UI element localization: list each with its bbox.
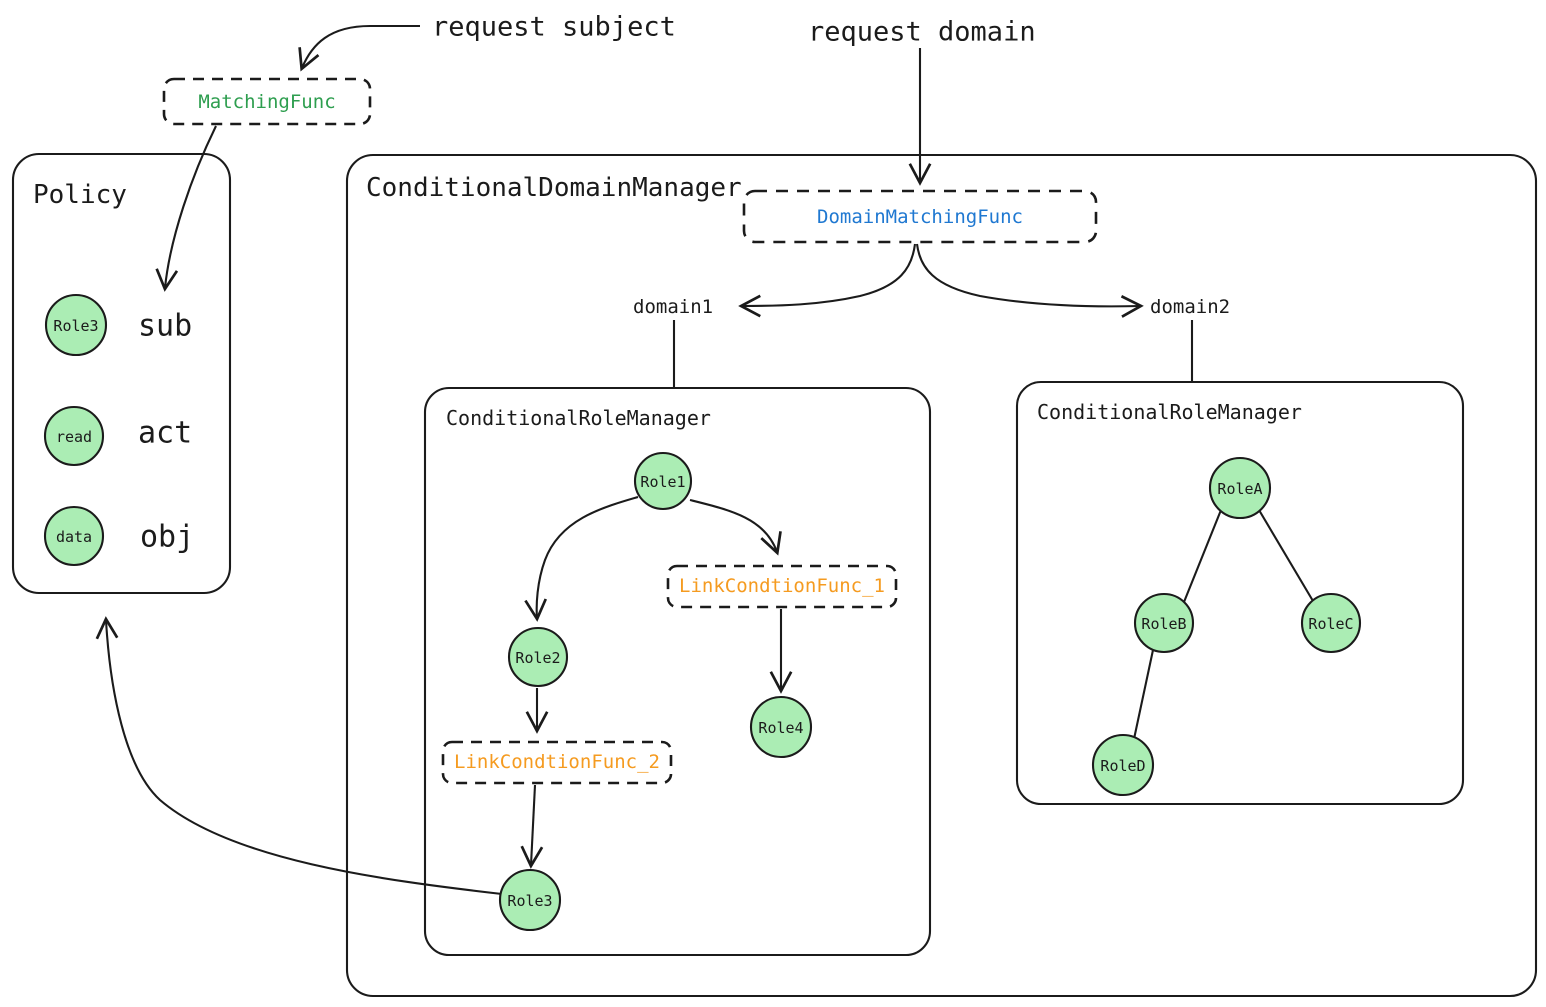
policy-title: Policy xyxy=(33,180,127,210)
edge-roleA-to-roleB xyxy=(1183,509,1222,603)
conditional-role-manager-right-title: ConditionalRoleManager xyxy=(1037,400,1302,424)
link-condition-func-2-box[interactable] xyxy=(441,740,673,785)
role-node-roleC[interactable] xyxy=(1300,592,1362,654)
policy-attr-obj: obj xyxy=(140,520,194,555)
edge-link-condition-func-2-to-role3 xyxy=(520,784,544,869)
matching-func-box[interactable] xyxy=(162,77,372,126)
edge-role1-to-role2 xyxy=(524,495,639,622)
role-node-roleD-label: RoleD xyxy=(1100,757,1145,775)
role-node-roleA[interactable] xyxy=(1208,456,1272,520)
role-node-role3-label: Role3 xyxy=(507,892,552,910)
matching-func-label: MatchingFunc xyxy=(198,91,335,113)
conditional-domain-manager-container xyxy=(345,153,1538,998)
domain-matching-func-label: DomainMatchingFunc xyxy=(817,206,1023,228)
edge-role1-to-link-condition-func-1 xyxy=(689,498,782,556)
edge-domain-matching-to-domain1 xyxy=(738,243,917,318)
conditional-role-manager-right-container xyxy=(1015,380,1465,806)
role-node-role2[interactable] xyxy=(507,626,569,688)
link-condition-func-2-label: LinkCondtionFunc_2 xyxy=(454,751,660,773)
policy-node-data[interactable] xyxy=(43,505,105,567)
policy-node-read-label: read xyxy=(56,428,92,446)
conditional-role-manager-left-container xyxy=(423,386,932,957)
role-node-role4[interactable] xyxy=(749,695,813,759)
policy-node-data-label: data xyxy=(56,528,92,546)
link-condition-func-1-label: LinkCondtionFunc_1 xyxy=(679,575,885,597)
policy-node-role3[interactable] xyxy=(44,293,108,357)
role-node-role1-label: Role1 xyxy=(640,473,685,491)
role-node-roleA-label: RoleA xyxy=(1217,480,1262,498)
role-node-roleB-label: RoleB xyxy=(1141,615,1186,633)
role-node-role2-label: Role2 xyxy=(515,649,560,667)
edge-matching-func-to-sub xyxy=(155,125,217,292)
domain2-label: domain2 xyxy=(1150,296,1230,318)
request-domain-label: request domain xyxy=(808,17,1036,48)
conditional-role-manager-left-title: ConditionalRoleManager xyxy=(446,406,711,430)
policy-attr-sub: sub xyxy=(138,309,192,344)
edge-roleB-to-roleD xyxy=(1132,649,1155,740)
role-node-roleC-label: RoleC xyxy=(1308,615,1353,633)
edge-domain-matching-to-domain2 xyxy=(915,243,1144,318)
domain1-label: domain1 xyxy=(633,296,713,318)
role-node-role1[interactable] xyxy=(633,451,693,511)
domain-matching-func-box[interactable] xyxy=(742,189,1098,244)
link-condition-func-1-box[interactable] xyxy=(666,564,898,609)
role-node-roleB[interactable] xyxy=(1133,592,1195,654)
policy-container xyxy=(11,152,232,595)
role-node-roleD[interactable] xyxy=(1091,733,1155,797)
policy-node-read[interactable] xyxy=(43,405,105,467)
policy-attr-act: act xyxy=(138,416,192,451)
request-subject-label: request subject xyxy=(432,12,676,43)
edge-request-subject xyxy=(298,24,420,72)
conditional-domain-manager-title: ConditionalDomainManager xyxy=(366,173,742,203)
edge-role3-to-policy xyxy=(95,616,503,896)
role-node-role3[interactable] xyxy=(498,868,562,932)
edge-roleA-to-roleC xyxy=(1258,509,1314,602)
role-node-role4-label: Role4 xyxy=(758,719,803,737)
policy-node-role3-label: Role3 xyxy=(53,317,98,335)
